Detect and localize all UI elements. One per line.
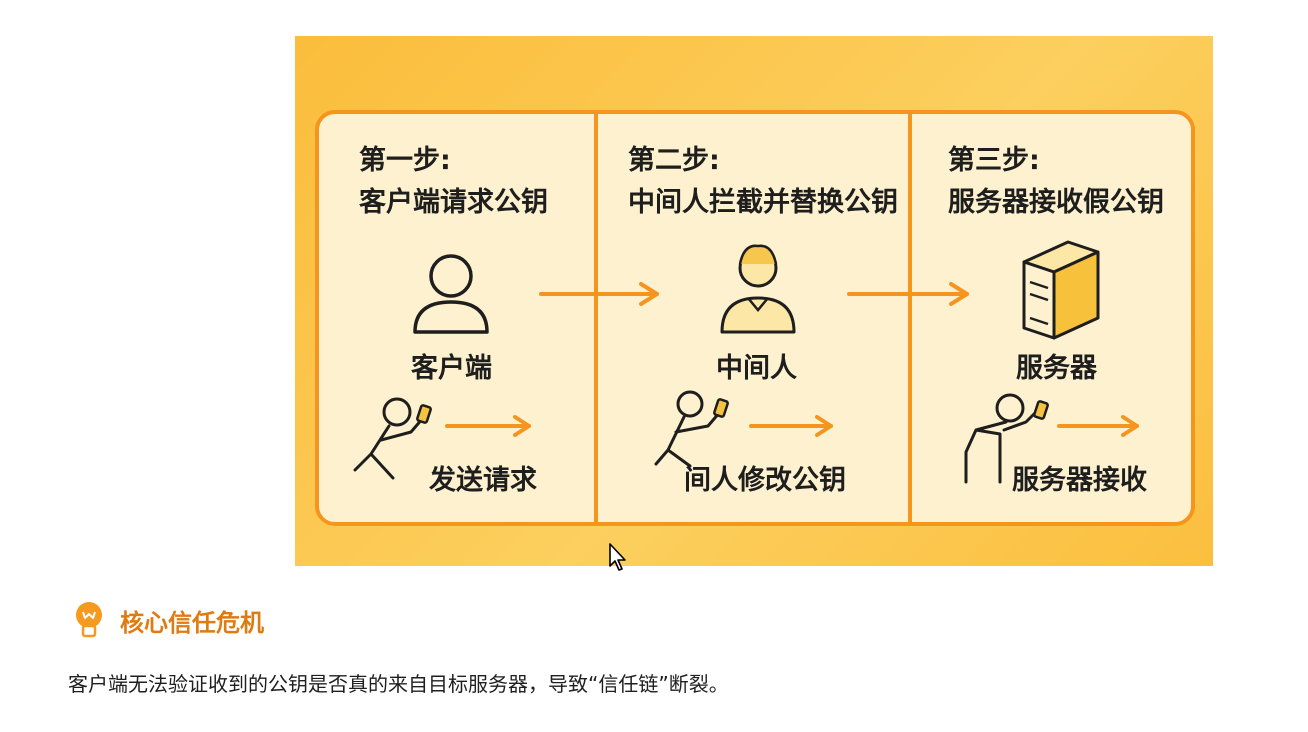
step-1: 第一步: 客户端请求公钥 客户端 发送请求: [319, 114, 594, 522]
step-3-action-label: 服务器接收: [1012, 465, 1147, 496]
arrow-right-icon: [539, 282, 659, 306]
lightbulb-icon: [76, 602, 102, 638]
arrow-right-icon: [445, 415, 531, 437]
step-2-action-label: 间人修改公钥: [684, 465, 846, 496]
person-with-phone-icon: [353, 397, 432, 480]
arrow-right-icon: [749, 415, 833, 437]
arrow-right-icon: [1057, 415, 1139, 437]
step-1-subheading: 客户端请求公钥: [359, 187, 548, 218]
step-3-subheading: 服务器接收假公钥: [948, 187, 1164, 218]
step-3-heading: 第三步:: [948, 145, 1040, 176]
step-2-heading: 第二步:: [628, 145, 720, 176]
person-with-phone-icon: [964, 393, 1049, 484]
mitm-illustration: 第一步: 客户端请求公钥 客户端 发送请求 第二步: 中间人拦截并替换公钥: [295, 36, 1213, 566]
arrow-right-icon: [847, 282, 969, 306]
step-3-actor-label: 服务器: [1016, 353, 1097, 384]
person-with-phone-icon: [654, 390, 729, 468]
step-1-heading: 第一步:: [359, 145, 451, 176]
steps-panel: 第一步: 客户端请求公钥 客户端 发送请求 第二步: 中间人拦截并替换公钥: [315, 110, 1195, 526]
step-1-actor-label: 客户端: [411, 353, 492, 384]
step-1-action-label: 发送请求: [429, 465, 537, 496]
middleman-icon: [720, 244, 796, 334]
callout-title: 核心信任危机: [120, 608, 264, 637]
mouse-pointer-icon: [609, 543, 626, 571]
callout-body: 客户端无法验证收到的公钥是否真的来自目标服务器，导致“信任链”断裂。: [68, 672, 729, 696]
step-2-actor-label: 中间人: [716, 353, 797, 384]
user-icon: [413, 254, 489, 334]
flow-arrows: [445, 282, 1139, 437]
step-divider: [594, 114, 598, 522]
step-divider: [908, 114, 912, 522]
server-icon: [1022, 240, 1100, 340]
step-2: 第二步: 中间人拦截并替换公钥 中间人 间人修改公钥: [598, 114, 908, 522]
trust-crisis-callout: 核心信任危机: [72, 600, 264, 640]
step-2-subheading: 中间人拦截并替换公钥: [628, 187, 898, 218]
step-3: 第三步: 服务器接收假公钥 服务器 服务器接收: [912, 114, 1191, 522]
